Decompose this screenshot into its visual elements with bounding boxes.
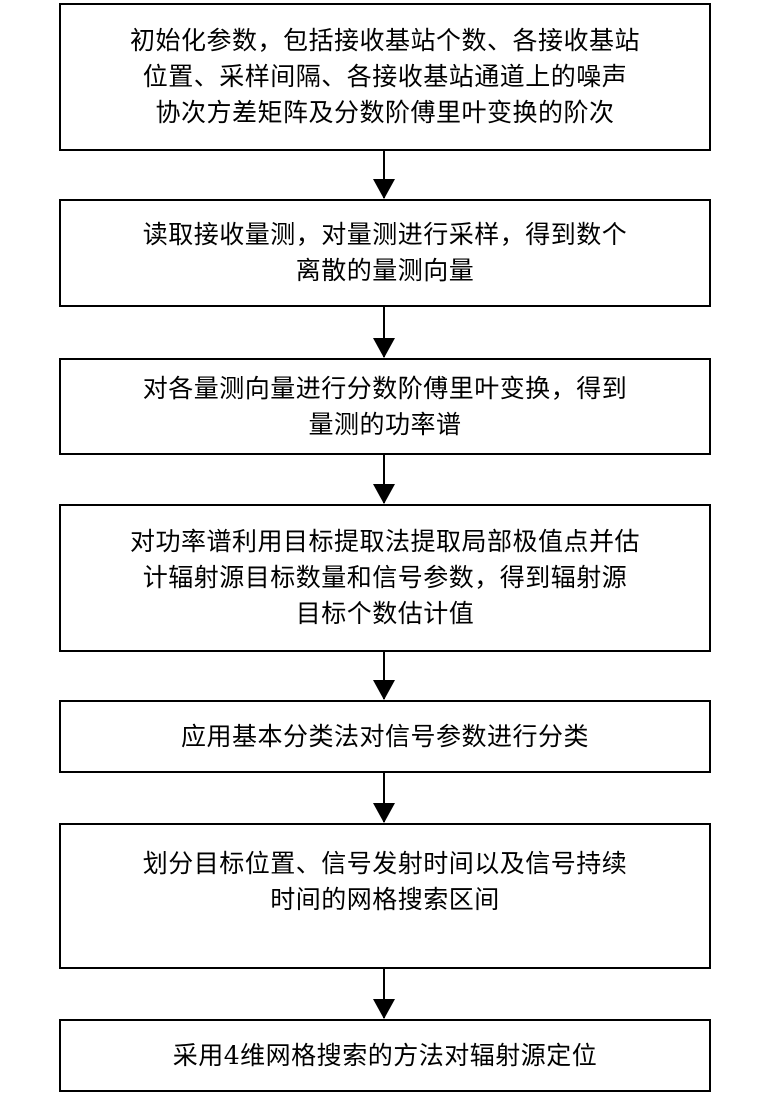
step-text: 应用基本分类法对信号参数进行分类 bbox=[181, 719, 589, 755]
step-line: 协次方差矩阵及分数阶傅里叶变换的阶次 bbox=[155, 98, 615, 127]
step-line: 划分目标位置、信号发射时间以及信号持续 bbox=[142, 849, 628, 878]
step-line: 读取接收量测，对量测进行采样，得到数个 bbox=[142, 220, 628, 249]
step-text: 读取接收量测，对量测进行采样，得到数个 离散的量测向量 bbox=[143, 217, 628, 289]
arrow-connector bbox=[373, 652, 395, 700]
step-text: 对各量测向量进行分数阶傅里叶变换，得到 量测的功率谱 bbox=[143, 371, 628, 443]
step-line: 量测的功率谱 bbox=[308, 409, 462, 439]
step-text: 采用4维网格搜索的方法对辐射源定位 bbox=[173, 1038, 597, 1074]
step-line: 位置、采样间隔、各接收基站通道上的噪声 bbox=[142, 62, 628, 91]
step-box-init-params: 初始化参数，包括接收基站个数、各接收基站 位置、采样间隔、各接收基站通道上的噪声… bbox=[59, 3, 711, 151]
step-line: 目标个数估计值 bbox=[295, 599, 475, 628]
step-box-frft: 对各量测向量进行分数阶傅里叶变换，得到 量测的功率谱 bbox=[59, 358, 711, 455]
step-text: 初始化参数，包括接收基站个数、各接收基站 位置、采样间隔、各接收基站通道上的噪声… bbox=[130, 23, 640, 131]
step-text: 划分目标位置、信号发射时间以及信号持续 时间的网格搜索区间 bbox=[143, 846, 628, 918]
step-line: 离散的量测向量 bbox=[295, 256, 475, 285]
step-line: 采用4维网格搜索的方法对辐射源定位 bbox=[172, 1040, 598, 1070]
step-text: 对功率谱利用目标提取法提取局部极值点并估 计辐射源目标数量和信号参数，得到辐射源… bbox=[130, 524, 640, 632]
arrow-connector bbox=[373, 151, 395, 199]
step-line: 计辐射源目标数量和信号参数，得到辐射源 bbox=[142, 563, 628, 592]
step-box-grid-partition: 划分目标位置、信号发射时间以及信号持续 时间的网格搜索区间 bbox=[59, 823, 711, 969]
step-box-grid-search: 采用4维网格搜索的方法对辐射源定位 bbox=[59, 1019, 711, 1092]
step-box-extract-peaks: 对功率谱利用目标提取法提取局部极值点并估 计辐射源目标数量和信号参数，得到辐射源… bbox=[59, 504, 711, 652]
arrow-connector bbox=[373, 969, 395, 1019]
step-line: 对功率谱利用目标提取法提取局部极值点并估 bbox=[129, 527, 640, 556]
step-line: 应用基本分类法对信号参数进行分类 bbox=[180, 721, 589, 751]
arrow-connector bbox=[373, 455, 395, 504]
step-line: 时间的网格搜索区间 bbox=[270, 885, 500, 914]
arrow-connector bbox=[373, 307, 395, 358]
step-box-read-measurements: 读取接收量测，对量测进行采样，得到数个 离散的量测向量 bbox=[59, 199, 711, 307]
arrow-connector bbox=[373, 773, 395, 823]
step-line: 初始化参数，包括接收基站个数、各接收基站 bbox=[129, 26, 640, 55]
step-line: 对各量测向量进行分数阶傅里叶变换，得到 bbox=[142, 373, 628, 403]
step-box-classify: 应用基本分类法对信号参数进行分类 bbox=[59, 700, 711, 773]
